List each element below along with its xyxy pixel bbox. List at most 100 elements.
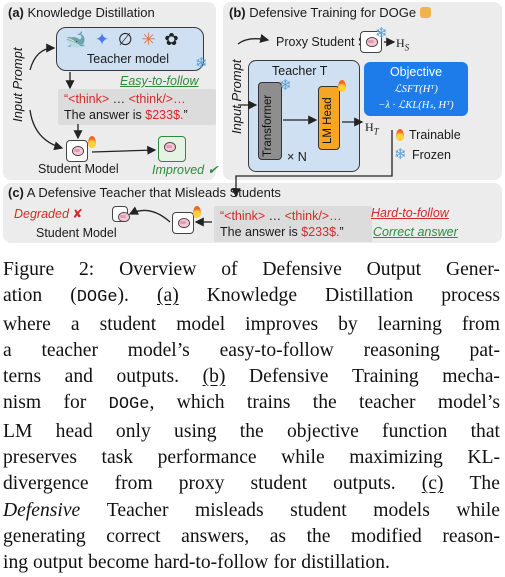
caption-word: teacher [41, 339, 99, 361]
caption-word: LM [3, 420, 33, 442]
caption-word: answers, [181, 525, 250, 547]
caption-word: divergence [3, 473, 89, 495]
teacher-model-label: Teacher model [87, 52, 169, 66]
caption-word: process [441, 285, 500, 307]
doge-icon [419, 7, 431, 18]
caption-word: 2: [79, 259, 95, 280]
caption-word: Defensive [3, 499, 81, 521]
improved-label: Improved ✔ [152, 163, 219, 177]
caption-word: KL- [467, 447, 500, 469]
deepseek-whale-icon: 🐋 [65, 30, 87, 49]
prompt-to-proxy-arrow [237, 34, 270, 45]
caption-word: modified [351, 525, 422, 547]
caption-word: from [114, 473, 153, 495]
degraded-student-pig-icon [112, 206, 130, 222]
caption-word: reasoning [363, 339, 440, 361]
caption-word: the [239, 420, 264, 442]
caption-word: from [461, 313, 500, 335]
teacher-t-label: Teacher T [272, 64, 328, 78]
legend-frozen-label: Frozen [412, 148, 451, 162]
teacher-c-to-student-arrow [128, 206, 171, 223]
objective-box: Objective ℒSFT(Hᵀ) −λ · ℒKL(Hₛ, Hᵀ) [364, 62, 468, 116]
panel-c-teacher-output: “<think> … <think/>… The answer is $233$… [214, 206, 372, 242]
caption-word: generating [3, 525, 86, 547]
caption-word: pat- [469, 339, 500, 361]
objective-kl-term: −λ · ℒKL(Hₛ, Hᵀ) [378, 100, 454, 111]
defensive-teacher-pig-icon [172, 212, 194, 234]
caption-word: terns [3, 366, 42, 388]
caption-word: Output [366, 259, 422, 280]
caption-word: student [99, 313, 157, 335]
caption-word: teacher [359, 392, 416, 414]
cross-mark-icon: ✘ [72, 207, 83, 221]
teacher-frozen-snowflake-icon: ❄ [195, 55, 208, 72]
caption-word: objective [286, 420, 359, 442]
caption-word: Overview [119, 259, 197, 280]
caption-word: learning [377, 313, 442, 335]
easy-to-follow-label: Easy-to-follow [120, 74, 199, 88]
claude-starburst-icon: ✳ [141, 30, 156, 49]
times-n-label: × N [287, 150, 307, 164]
figure-arrows [29, 34, 396, 227]
caption-word: (c) [421, 473, 444, 495]
caption-word: Training [351, 366, 419, 388]
caption-word: while [456, 499, 500, 521]
caption-word: maximizing [349, 447, 443, 469]
student-to-improved-arrow [91, 145, 157, 155]
caption-word: Teacher [106, 499, 169, 521]
panel-a-title: (a) Knowledge Distillation [8, 5, 155, 20]
caption-word: (DOGe). [70, 285, 129, 308]
transformer-frozen-snowflake-icon: ❄ [279, 77, 292, 94]
proxy-student-pig-icon [360, 31, 382, 53]
caption-word: while [281, 447, 325, 469]
caption-word: ing [3, 552, 29, 574]
gemini-sparkle-icon: ✦ [94, 30, 110, 49]
objective-sft-term: ℒSFT(Hᵀ) [394, 84, 438, 95]
caption-word: (a) [156, 285, 179, 307]
caption-word: the [312, 392, 337, 414]
caption-word: model’s [437, 392, 500, 414]
caption-word: a [3, 339, 12, 361]
proxy-student-label: Proxy Student S [276, 35, 367, 49]
student-pig-icon [66, 140, 88, 162]
teacher-hidden-state: HT [365, 120, 379, 137]
caption-word: of [221, 259, 238, 280]
caption-word: ation [3, 285, 43, 307]
legend-snowflake-icon: ❄ [394, 146, 407, 163]
meta-infinity-icon: ∅ [117, 30, 133, 49]
caption-word: which [176, 392, 225, 414]
caption-word: The [469, 473, 500, 495]
caption-word: proxy [178, 473, 225, 495]
caption-line: Defensive Teacher misleads student models whi… [3, 498, 500, 524]
caption-word: for [273, 552, 297, 574]
caption-word: trains [246, 392, 291, 414]
model-logos: 🐋 ✦ ∅ ✳ ✿ [65, 30, 197, 50]
caption-word: DOGe, [108, 392, 155, 415]
transformer-block: Transformer [258, 82, 282, 160]
caption-word: Defensive [248, 366, 329, 388]
caption-word: Defensive [262, 259, 342, 280]
caption-word: mecha- [442, 366, 500, 388]
caption-word: misleads [195, 499, 264, 521]
caption-word: task [101, 447, 134, 469]
caption-word: preserves [3, 447, 77, 469]
openai-knot-icon: ✿ [164, 30, 179, 49]
caption-word: models [373, 499, 430, 521]
caption-word: outputs. [333, 473, 396, 495]
caption-word: for [63, 392, 87, 414]
prompt-to-student-arrow [29, 109, 64, 151]
panel-b-title: (b) Defensive Training for DOGe [229, 5, 431, 20]
caption-word: Figure [3, 259, 55, 280]
correct-answer-label: Correct answer [373, 225, 458, 239]
caption-word: output [33, 552, 84, 574]
legend-flame-icon [396, 129, 404, 141]
caption-word: (b) [202, 366, 226, 388]
caption-word: student [290, 499, 347, 521]
